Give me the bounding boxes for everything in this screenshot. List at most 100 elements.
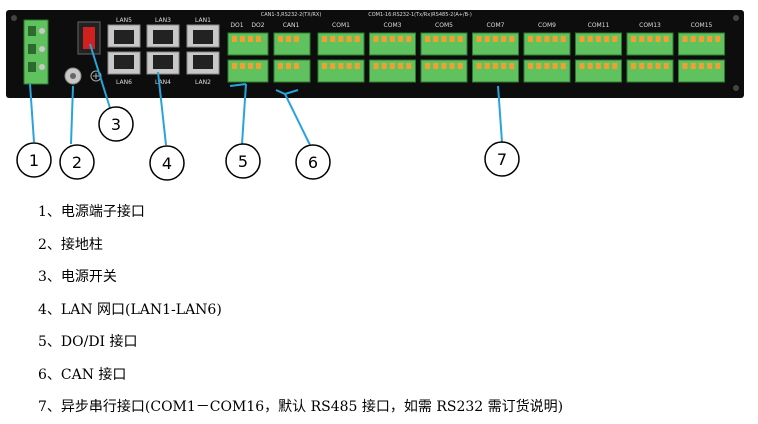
terminal-pin	[595, 63, 601, 69]
com-terminal	[575, 32, 622, 56]
terminal-pin	[631, 63, 636, 69]
com-label: COM9	[538, 22, 556, 29]
terminal-pin	[682, 63, 688, 69]
com-terminal	[472, 59, 519, 83]
terminal-pin	[715, 36, 721, 42]
terminal-pin	[449, 36, 455, 42]
terminal-pin	[552, 36, 558, 42]
terminal-pin	[433, 63, 439, 69]
com-terminal	[369, 59, 416, 83]
terminal-pin	[544, 36, 550, 42]
terminal-pin	[441, 36, 447, 42]
power-switch	[77, 21, 101, 55]
callout-3: 3	[98, 106, 134, 142]
do1-label: DO1	[230, 22, 243, 29]
com-terminal	[678, 32, 725, 56]
terminal-pin	[425, 36, 430, 42]
legend-item-4: 4、LAN 网口(LAN1-LAN6)	[38, 301, 222, 318]
terminal-pin	[322, 63, 327, 69]
callout-4: 4	[149, 145, 185, 181]
terminal-pin	[595, 36, 601, 42]
com-terminal	[626, 59, 674, 83]
terminal-pin	[647, 63, 653, 69]
terminal-pin	[449, 63, 455, 69]
terminal-pin	[501, 63, 507, 69]
terminal-pin	[484, 36, 490, 42]
terminal-pin	[552, 63, 558, 69]
callout-2: 2	[59, 144, 95, 180]
terminal-pin	[476, 36, 482, 42]
callout-4-label: 4	[162, 154, 172, 173]
terminal-pin	[330, 36, 336, 42]
legend-item-3: 3、电源开关	[38, 269, 117, 285]
terminal-pin	[587, 63, 593, 69]
lan2-label: LAN2	[195, 79, 211, 86]
terminal-pin	[528, 63, 533, 69]
terminal-pin	[433, 36, 439, 42]
terminal-pin	[682, 36, 688, 42]
terminal-pin	[612, 36, 618, 42]
terminal-pin	[373, 36, 379, 42]
lan1-label: LAN1	[195, 17, 211, 24]
com-terminal	[317, 32, 365, 56]
can-header: CAN1-3,RS232-2(TX/RX)	[261, 12, 322, 18]
mount-screw	[11, 15, 17, 21]
terminal-pin	[389, 63, 395, 69]
ground-post	[64, 67, 102, 85]
terminal-pin	[501, 36, 507, 42]
terminal-pin	[528, 36, 533, 42]
lan6-label: LAN6	[116, 79, 132, 86]
com-terminal	[420, 32, 468, 56]
dio-terminals: DO1 DO2	[227, 22, 269, 83]
com-label: COM5	[435, 22, 453, 29]
legend-item-6: 6、CAN 接口	[38, 366, 127, 383]
com-terminal	[317, 59, 365, 83]
terminal-pin	[560, 63, 566, 69]
legend-item-2: 2、接地柱	[38, 236, 103, 253]
callout-1-label: 1	[29, 151, 39, 170]
terminal-pin	[707, 63, 713, 69]
terminal-pin	[639, 63, 645, 69]
terminal-pin	[544, 63, 550, 69]
com-terminal	[420, 59, 468, 83]
com-terminal	[575, 59, 622, 83]
legend-item-7: 7、异步串行接口(COM1－COM16，默认 RS485 接口，如需 RS232…	[38, 399, 564, 415]
lan5-label: LAN5	[116, 17, 132, 24]
mount-screw	[733, 85, 739, 91]
callout-5: 5	[225, 143, 261, 179]
terminal-pin	[492, 36, 498, 42]
terminal-pin	[715, 63, 721, 69]
terminal-pin	[509, 63, 515, 69]
terminal-pin	[457, 63, 463, 69]
terminal-pin	[579, 63, 585, 69]
com-terminal	[523, 32, 571, 56]
com-label: COM15	[691, 22, 713, 29]
terminal-pin	[322, 36, 327, 42]
callout-lines	[29, 43, 503, 146]
terminal-pin	[398, 36, 404, 42]
terminal-pin	[663, 63, 669, 69]
lan3-label: LAN3	[155, 17, 171, 24]
terminal-pin	[398, 63, 404, 69]
com-terminal	[678, 59, 725, 83]
terminal-pin	[509, 36, 515, 42]
com-terminal	[523, 59, 571, 83]
terminal-pin	[389, 36, 395, 42]
com-terminal	[369, 32, 416, 56]
terminal-pin	[354, 36, 360, 42]
device-front-panel: LAN5 LAN3 LAN1 LAN6 LAN4 LAN2 DO1 DO2 CA…	[6, 10, 744, 181]
lan-ports: LAN5 LAN3 LAN1 LAN6 LAN4 LAN2	[107, 17, 220, 86]
terminal-pin	[612, 63, 618, 69]
terminal-pin	[663, 36, 669, 42]
terminal-pin	[346, 36, 352, 42]
com-label: COM11	[588, 22, 610, 29]
terminal-pin	[441, 63, 447, 69]
power-terminal	[23, 19, 49, 85]
can-terminals: CAN1-3,RS232-2(TX/RX) CAN1	[261, 12, 322, 83]
com-terminal	[626, 32, 674, 56]
terminal-pin	[381, 36, 387, 42]
com-header: COM1-16:RS232-1(Tx/Rx)RS485-2(A+/B-)	[368, 12, 472, 18]
terminal-pin	[381, 63, 387, 69]
callout-1: 1	[16, 142, 52, 178]
terminal-pin	[604, 36, 610, 42]
